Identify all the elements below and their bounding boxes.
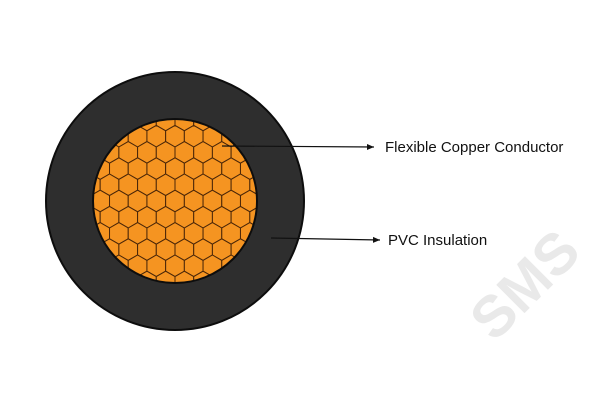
insulation-label: PVC Insulation <box>388 232 487 249</box>
conductor-leader-line <box>221 143 375 150</box>
conductor-label: Flexible Copper Conductor <box>385 139 563 156</box>
copper-conductor-core <box>92 118 258 284</box>
insulation-leader-line <box>270 236 381 243</box>
